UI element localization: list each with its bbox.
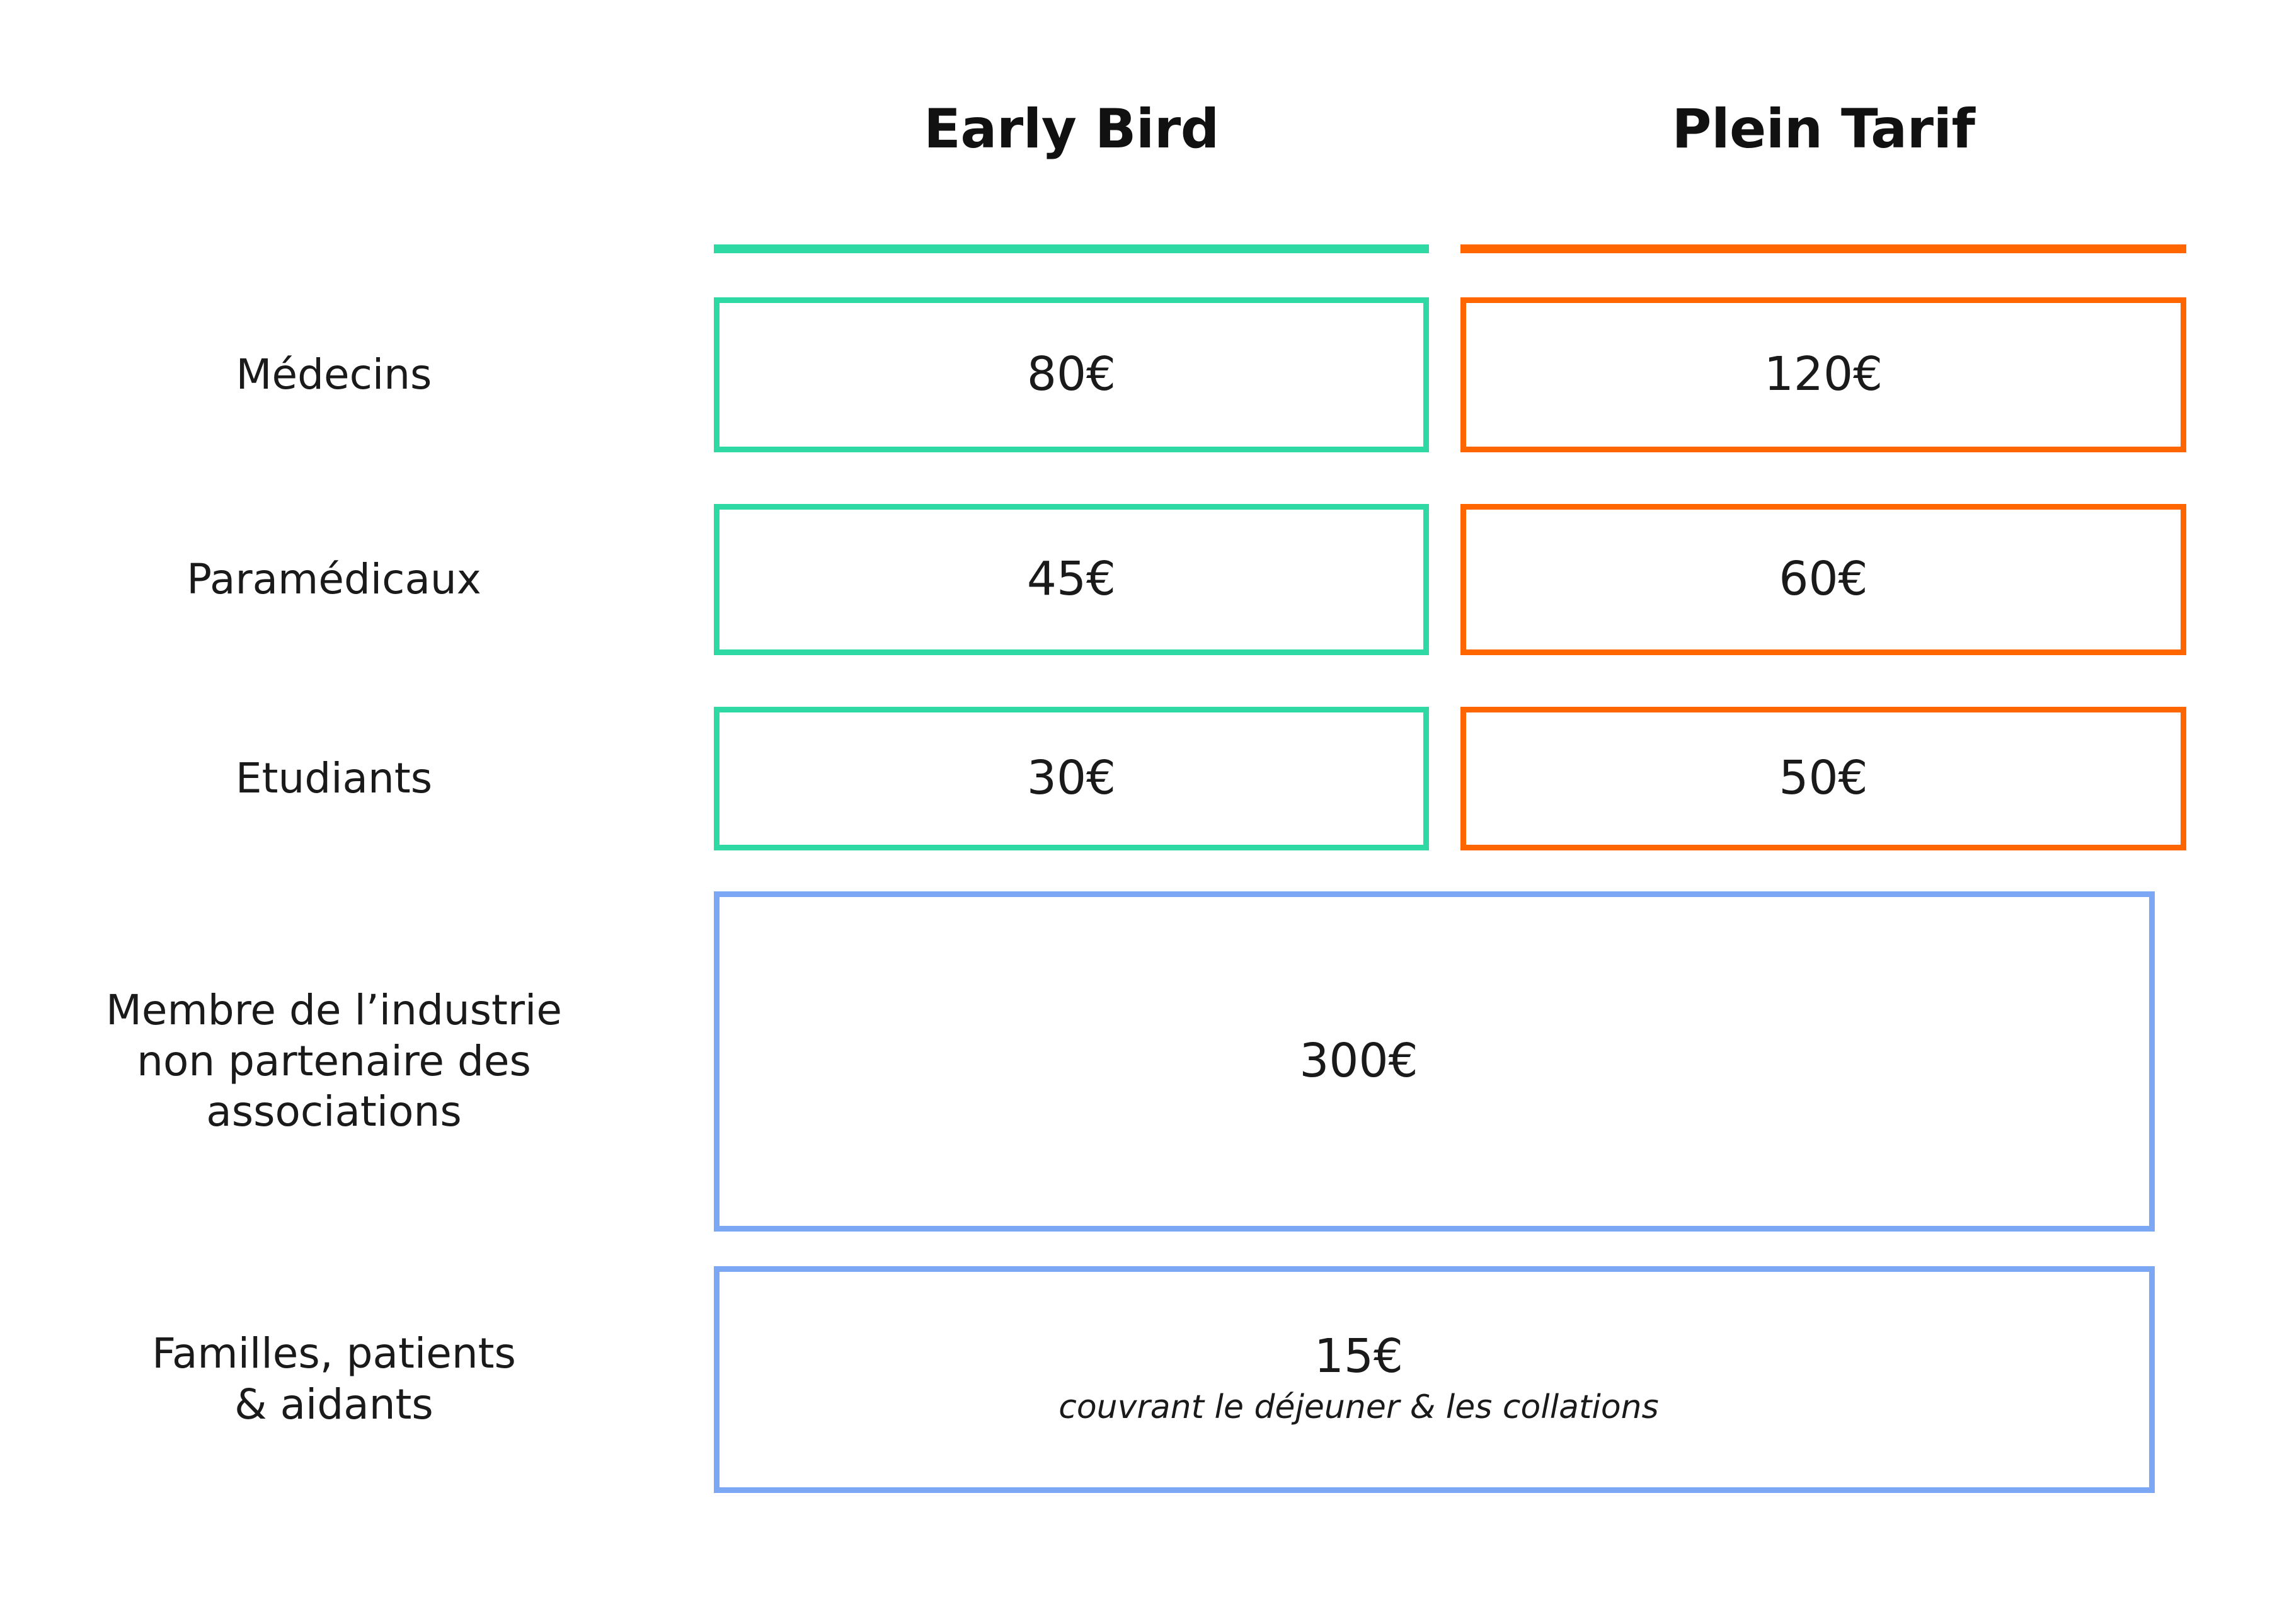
row-label-line: Membre de l’industrie (105, 986, 563, 1035)
price-value: 30€ (1026, 751, 1116, 806)
row-label-line: Familles, patients (152, 1329, 516, 1378)
column-rule-early-bird (714, 244, 1429, 253)
row-label-paramedicaux: Paramédicaux (0, 504, 668, 655)
price-value: 300€ (1299, 1034, 1418, 1089)
row-label-etudiants: Etudiants (0, 707, 668, 850)
price-cell-industrie-shared[interactable]: 300€ (714, 891, 2155, 1232)
price-cell-etudiants-early-bird[interactable]: 30€ (714, 707, 1429, 850)
price-value: 80€ (1026, 347, 1116, 402)
price-value: 50€ (1779, 751, 1868, 806)
column-header-early-bird-label: Early Bird (924, 98, 1219, 161)
column-header-plein-tarif-label: Plein Tarif (1672, 98, 1975, 161)
row-label-line: Paramédicaux (186, 554, 481, 603)
price-cell-familles-shared[interactable]: 15€ couvrant le déjeuner & les collation… (714, 1266, 2155, 1493)
price-value: 120€ (1764, 347, 1883, 402)
row-label-line: Etudiants (235, 753, 433, 803)
row-label-industrie: Membre de l’industrie non partenaire des… (0, 891, 668, 1232)
price-note: couvrant le déjeuner & les collations (1058, 1388, 1659, 1426)
price-cell-medecins-plein-tarif[interactable]: 120€ (1460, 297, 2186, 452)
price-cell-paramedicaux-plein-tarif[interactable]: 60€ (1460, 504, 2186, 655)
price-cell-etudiants-plein-tarif[interactable]: 50€ (1460, 707, 2186, 850)
row-label-line: Médecins (236, 350, 432, 399)
row-label-medecins: Médecins (0, 297, 668, 452)
price-value: 60€ (1779, 552, 1868, 607)
row-label-line: associations (206, 1087, 462, 1136)
column-rule-plein-tarif (1460, 244, 2186, 253)
row-label-line: & aidants (234, 1380, 433, 1429)
price-value: 45€ (1026, 552, 1116, 607)
price-cell-medecins-early-bird[interactable]: 80€ (714, 297, 1429, 452)
price-value: 15€ (1314, 1329, 1404, 1383)
row-label-line: non partenaire des (137, 1036, 531, 1085)
row-label-familles: Familles, patients & aidants (0, 1266, 668, 1493)
price-cell-paramedicaux-early-bird[interactable]: 45€ (714, 504, 1429, 655)
column-header-early-bird: Early Bird (714, 88, 1429, 170)
column-header-plein-tarif: Plein Tarif (1460, 88, 2186, 170)
